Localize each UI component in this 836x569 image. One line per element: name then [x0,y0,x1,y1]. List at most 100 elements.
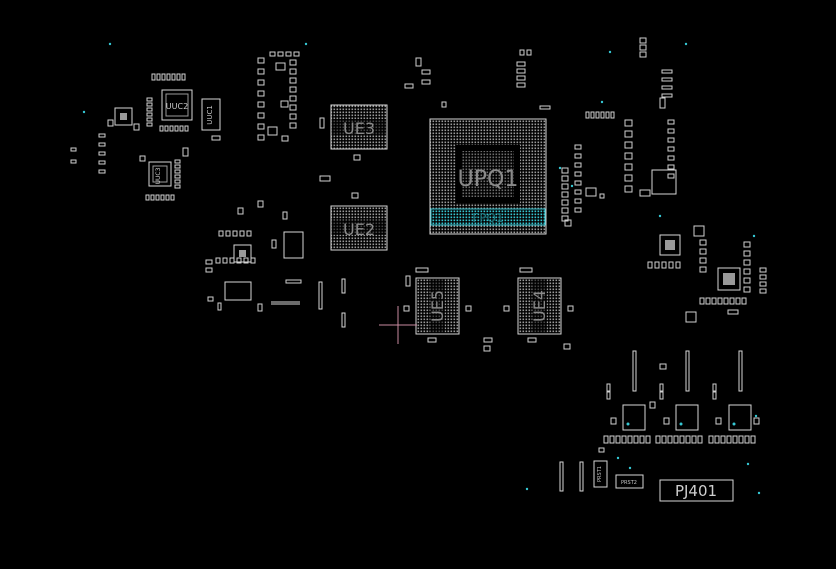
passive-component [741,297,747,305]
passive-component [155,194,160,201]
passive-component [603,435,609,444]
passive-component [351,192,359,199]
inductor-bar [685,350,690,392]
passive-component [699,248,707,255]
passive-component [663,417,670,425]
passive-component [236,257,242,264]
passive-component [225,230,231,237]
passive-component [289,68,297,75]
passive-component [483,337,493,343]
passive-component [539,105,551,110]
passive-component [699,266,707,273]
passive-component [281,135,289,142]
passive-component [246,230,252,237]
passive-component [759,288,767,294]
via-dot [658,214,662,218]
component-mosfet-1[interactable] [622,404,646,431]
passive-component [519,49,525,56]
passive-component [723,297,729,305]
passive-component [404,83,414,89]
passive-component [289,104,297,111]
passive-component [98,169,106,174]
component-square-ic-left[interactable] [114,107,133,126]
passive-component [415,267,429,273]
via-dot [525,487,529,491]
passive-component [744,435,750,444]
ue3-label: UE3 [343,119,375,138]
passive-component [659,391,664,400]
passive-component [667,173,675,179]
passive-component [70,147,77,152]
passive-component [654,261,660,269]
passive-component [181,73,186,81]
resistor-vertical [341,278,346,294]
passive-component [271,239,277,249]
upq1-highlight-band[interactable]: FPQ1 [430,208,546,226]
passive-component [561,207,569,214]
passive-component [257,134,265,141]
passive-component [403,305,410,312]
component-ic-right-a[interactable] [651,169,677,195]
passive-component [685,435,691,444]
passive-component [483,345,491,352]
component-inductor-midleft[interactable] [224,281,252,301]
passive-component [250,257,256,264]
via-dot [570,184,574,188]
via-dot [304,42,308,46]
component-ic-right-c[interactable] [717,267,741,291]
component-uuc2[interactable]: UUC2 [161,89,193,121]
passive-component [659,363,667,370]
passive-component [561,191,569,198]
passive-component [732,435,738,444]
passive-component [639,435,645,444]
passive-component [257,90,265,97]
passive-component [699,239,707,246]
passive-component [609,435,615,444]
component-ue5[interactable]: UE5 [415,277,460,335]
passive-component [146,107,153,112]
component-mosfet-2[interactable] [675,404,699,431]
component-prst1[interactable]: PRST1 [593,460,608,488]
component-ic-right-b[interactable] [659,234,681,256]
passive-component [353,154,361,161]
passive-component [211,135,221,141]
passive-component [282,211,288,220]
component-ue4[interactable]: UE4 [517,277,562,335]
passive-component [526,49,532,56]
passive-component [165,194,170,201]
passive-component [610,111,615,119]
component-ue2[interactable]: UE2 [330,205,388,251]
component-ue3[interactable]: UE3 [330,104,388,150]
passive-component [727,309,739,315]
passive-component [715,417,722,425]
passive-component [427,337,437,343]
component-small-ic-midleft[interactable] [283,231,304,259]
connector-pj401[interactable]: PJ401 [659,479,734,502]
passive-component [174,159,181,164]
component-square-ic-midleft[interactable] [233,244,252,263]
via-dot [628,466,632,470]
ue4-label: UE4 [530,290,549,322]
passive-component [275,62,286,71]
passive-cluster-topmid [403,49,574,352]
passive-component [624,174,633,182]
passive-component [174,125,179,132]
passive-component [98,142,106,147]
passive-component [179,125,184,132]
passive-component [156,73,161,81]
component-prst2[interactable]: PRST2 [615,474,644,489]
passive-component [98,133,106,138]
component-uuc3[interactable]: UUC3 [148,161,172,187]
component-mosfet-3[interactable] [728,404,752,431]
passive-component [667,128,675,134]
passive-component [624,152,633,160]
passive-component [527,337,537,343]
passive-component [257,112,265,119]
pj401-label: PJ401 [675,482,717,500]
passive-component [667,164,675,170]
passive-component [161,73,166,81]
component-uuc1[interactable]: UUC1 [201,98,221,131]
passive-component [146,117,153,122]
passive-cluster-right [561,37,767,323]
